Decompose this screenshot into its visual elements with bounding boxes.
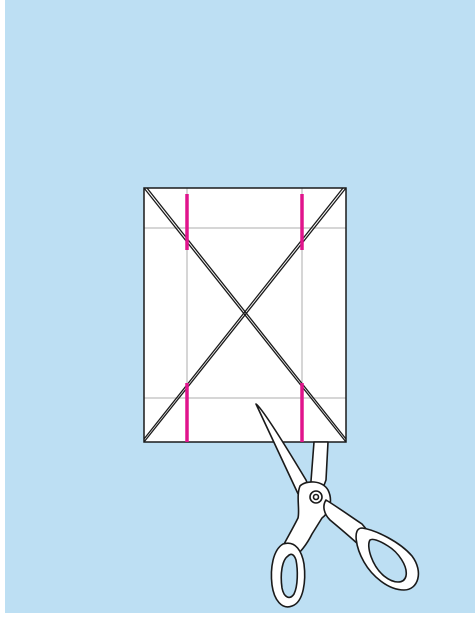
paper-sheet xyxy=(144,188,346,442)
scissors-pivot-inner xyxy=(314,495,319,500)
scissors-handle-left-hole xyxy=(281,554,297,597)
